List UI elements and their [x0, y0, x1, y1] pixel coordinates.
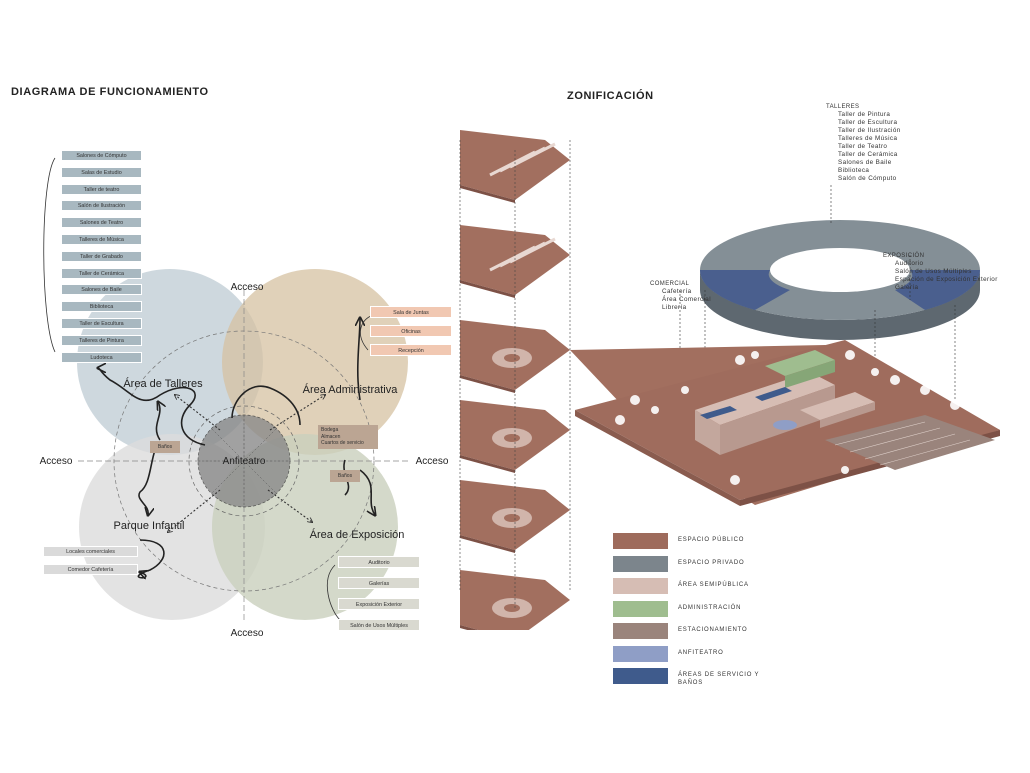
- legend-swatch: [613, 623, 668, 639]
- legend-swatch: [613, 645, 668, 662]
- list-item: Exposición Exterior: [338, 598, 420, 610]
- zone-item: Taller de Cerámica: [838, 151, 898, 158]
- list-item: Taller de teatro: [61, 183, 142, 195]
- legend-swatch: [613, 578, 668, 594]
- zone-item: Librería: [662, 304, 687, 311]
- zone-item: Taller de Escultura: [838, 119, 898, 126]
- zone-item: Biblioteca: [838, 167, 870, 174]
- amphitheatre-hatch: [198, 415, 290, 507]
- legend-item: ADMINISTRACIÓN: [613, 600, 813, 617]
- zone-item: Salón de Usos Múltiples: [895, 268, 972, 275]
- legend-label: ESPACIO PÚBLICO: [678, 537, 745, 543]
- access-left: Acceso: [40, 456, 73, 467]
- list-item: Comedor Cafetería: [43, 564, 138, 575]
- layer-6: [460, 570, 570, 630]
- comercial-heading: COMERCIAL: [650, 281, 690, 287]
- banos-left-box: Baños: [150, 441, 180, 453]
- legend-item: ESPACIO PRIVADO: [613, 555, 813, 572]
- talleres-zone: [77, 269, 263, 455]
- site-plan: [570, 340, 1000, 506]
- diagram-title: DIAGRAMA DE FUNCIONAMIENTO: [11, 86, 209, 98]
- list-item: Taller de Cerámica: [61, 267, 142, 279]
- list-item: Salón de Ilustración: [61, 200, 142, 212]
- list-item: Taller de Escultura: [61, 318, 142, 329]
- zone-item: Taller de Teatro: [838, 143, 888, 150]
- list-item: Oficinas: [370, 325, 452, 337]
- legend-label: BAÑOS: [678, 680, 704, 686]
- services-box: Bodega Almacen Cuartos de servicio: [318, 425, 378, 449]
- exhibit-label: Área de Exposición: [310, 528, 405, 541]
- amphitheatre-label: Anfiteatro: [223, 456, 266, 467]
- list-item: Recepción: [370, 344, 452, 356]
- list-item: Taller de Grabado: [61, 250, 142, 262]
- legend-item: ÁREAS DE SERVICIO Y BAÑOS: [613, 668, 813, 686]
- list-item: Talleres de Música: [61, 234, 142, 245]
- list-item: Locales comerciales: [43, 546, 138, 557]
- zone-item: Salón de Cómputo: [838, 175, 897, 182]
- admin-zone: [222, 269, 408, 455]
- list-item: Galerías: [338, 577, 420, 589]
- legend-swatch: [613, 600, 668, 617]
- layer-guides: [459, 140, 571, 610]
- park-label: Parque Infantil: [114, 520, 185, 532]
- legend-item: ÁREA SEMIPÚBLICA: [613, 578, 813, 594]
- list-item: Salón de Usos Múltiples: [338, 619, 420, 631]
- zoning-title: ZONIFICACIÓN: [567, 90, 654, 102]
- list-item: Sala de Juntas: [370, 306, 452, 318]
- flow-arrows: [98, 318, 375, 578]
- list-item: Talleres de Pintura: [61, 334, 142, 346]
- admin-label: Área Administrativa: [303, 383, 399, 396]
- layer-1: [460, 130, 570, 203]
- access-top: Acceso: [231, 282, 264, 293]
- legend-label: ADMINISTRACIÓN: [678, 604, 742, 611]
- legend-swatch: [613, 533, 668, 549]
- list-item: Salones de Baile: [61, 284, 142, 296]
- zone-item: Talleres de Música: [838, 135, 898, 142]
- exposicion-heading: EXPOSICIÓN: [883, 253, 925, 259]
- zone-item: Área Comercial: [662, 296, 711, 303]
- list-item: Salones de Teatro: [61, 217, 142, 229]
- zone-item: Cafetería: [662, 288, 692, 295]
- legend-item: ESTACIONAMIENTO: [613, 623, 813, 639]
- zoning-drawing: [459, 130, 1000, 630]
- list-item: Ludoteca: [61, 351, 142, 363]
- list-item: Auditorio: [338, 556, 420, 568]
- legend-label: ÁREA SEMIPÚBLICA: [678, 582, 749, 588]
- legend-swatch: [613, 555, 668, 572]
- zone-item: Galería: [895, 284, 919, 291]
- zone-item: Espación de Exposición Exterior: [895, 276, 998, 283]
- zone-item: Taller de Pintura: [838, 111, 891, 118]
- legend-label: ESTACIONAMIENTO: [678, 627, 748, 633]
- list-item: Salas de Estudio: [61, 166, 142, 178]
- talleres-heading: TALLERES: [826, 104, 860, 110]
- talleres-label: Área de Talleres: [123, 377, 203, 390]
- zone-item: Taller de Ilustración: [838, 127, 901, 134]
- legend-item: ESPACIO PÚBLICO: [613, 533, 813, 549]
- legend-label: ÁREAS DE SERVICIO Y: [678, 672, 760, 678]
- access-right: Acceso: [416, 456, 449, 467]
- list-item: Biblioteca: [61, 301, 142, 313]
- list-item: Salones de Cómputo: [61, 150, 142, 161]
- access-bottom: Acceso: [231, 628, 264, 639]
- legend-item: ANFITEATRO: [613, 645, 813, 662]
- zone-item: Salones de Baile: [838, 159, 892, 166]
- function-diagram: Anfiteatro Área de Talleres Área Adminis…: [40, 157, 449, 639]
- zone-item: Auditorio: [895, 260, 924, 267]
- banos-right-box: Baños: [330, 470, 360, 482]
- legend-swatch: [613, 668, 668, 684]
- legend-label: ESPACIO PRIVADO: [678, 559, 745, 566]
- legend-label: ANFITEATRO: [678, 649, 724, 656]
